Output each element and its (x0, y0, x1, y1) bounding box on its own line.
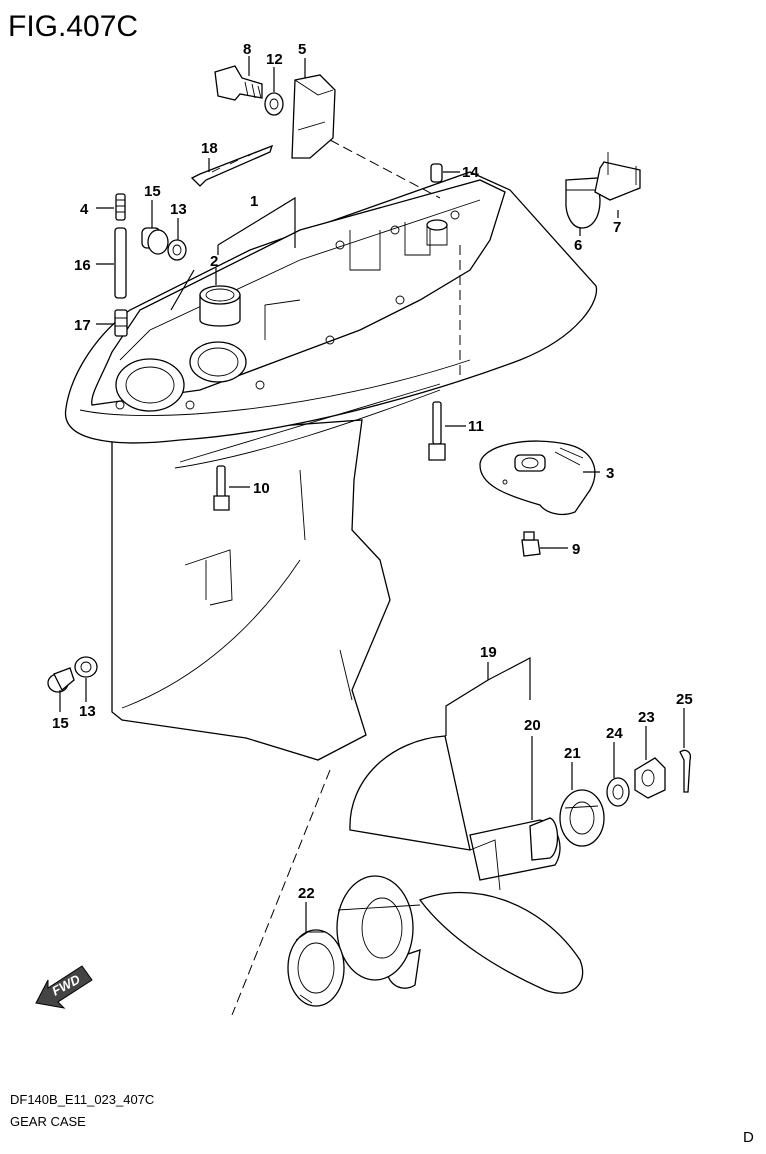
trim-anode (479, 440, 596, 516)
bolt-10 (213, 465, 230, 511)
callout-5: 5 (298, 41, 306, 58)
callout-22: 22 (298, 885, 315, 902)
callout-12: 12 (266, 51, 283, 68)
callout-9: 9 (572, 541, 580, 558)
clip-7 (594, 152, 641, 201)
hose-band-18 (190, 144, 274, 187)
callout-24: 24 (606, 725, 623, 742)
callout-10: 10 (253, 480, 270, 497)
callout-17: 17 (74, 317, 91, 334)
callout-19: 19 (480, 644, 497, 661)
gear-case-housing (64, 171, 598, 761)
pin-14 (430, 163, 443, 183)
cotter-pin-25 (679, 749, 692, 793)
gasket-13-bottom (74, 656, 98, 678)
figure-code: DF140B_E11_023_407C (10, 1092, 154, 1107)
callout-2: 2 (210, 253, 218, 270)
callout-15-top: 15 (144, 183, 161, 200)
nut-23 (634, 757, 666, 799)
figure-title: FIG.407C (8, 10, 138, 43)
callout-4: 4 (80, 201, 89, 218)
clip-6 (565, 177, 601, 229)
washer-24 (606, 777, 630, 807)
callout-15-bottom: 15 (52, 715, 69, 732)
figure-name: GEAR CASE (10, 1114, 86, 1129)
gasket-13-top (167, 239, 187, 261)
thrust-washer-21 (559, 789, 605, 847)
nut-9 (521, 531, 541, 557)
leader-lines (59, 56, 685, 1016)
callout-21: 21 (564, 745, 581, 762)
cover-cap (291, 74, 336, 159)
callout-1: 1 (250, 193, 258, 210)
callout-7: 7 (613, 219, 621, 236)
plug-15-bottom (47, 667, 75, 693)
callout-11: 11 (468, 418, 484, 435)
thrust-ring-22 (287, 929, 345, 1007)
callout-14: 14 (462, 164, 479, 181)
callouts: 1 2 3 4 5 6 7 8 9 10 11 12 13 13 14 15 1… (52, 41, 693, 902)
spacer-20 (529, 817, 559, 861)
callout-13-bottom: 13 (79, 703, 96, 720)
plug-15-top (141, 227, 169, 255)
callout-3: 3 (606, 465, 614, 482)
callout-18: 18 (201, 140, 218, 157)
washer-12 (264, 92, 284, 116)
callout-8: 8 (243, 41, 251, 58)
callout-20: 20 (524, 717, 541, 734)
callout-25: 25 (676, 691, 693, 708)
page-letter: D (743, 1129, 754, 1146)
callout-23: 23 (638, 709, 655, 726)
fwd-arrow-icon: FWD (35, 965, 93, 1009)
bolt-8 (214, 65, 263, 101)
pipe-16 (114, 227, 127, 299)
callout-16: 16 (74, 257, 91, 274)
stud-17 (114, 309, 128, 337)
callout-13-top: 13 (170, 201, 187, 218)
stud-4 (115, 193, 126, 221)
callout-6: 6 (574, 237, 582, 254)
bolt-11 (428, 401, 446, 461)
bearing-sleeve (199, 285, 241, 327)
propeller-19 (336, 735, 584, 994)
